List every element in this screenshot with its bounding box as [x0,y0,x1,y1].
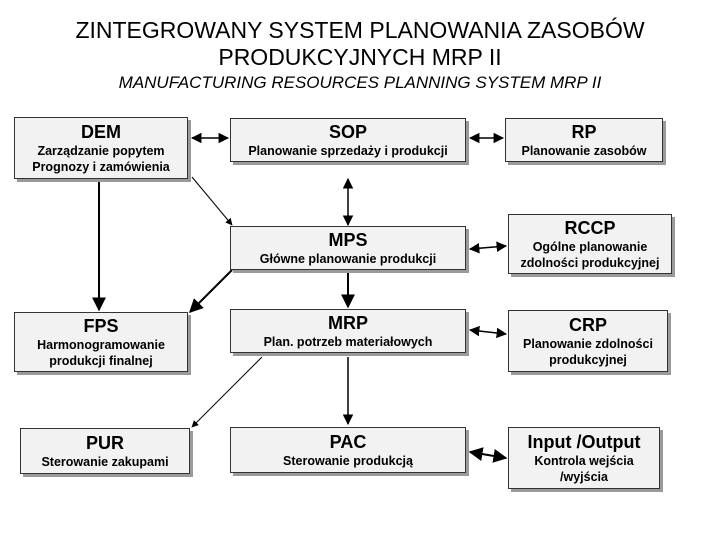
diagram-subtitle: MANUFACTURING RESOURCES PLANNING SYSTEM … [118,73,602,92]
box-mrp: MRP Plan. potrzeb materiałowych [230,309,466,353]
box-fps: FPS Harmonogramowanie produkcji finalnej [14,312,188,372]
link-mps-fps [189,269,233,313]
box-pac: PAC Sterowanie produkcją [230,427,466,473]
box-fps-desc-2: produkcji finalnej [49,353,153,368]
box-pur: PUR Sterowanie zakupami [20,428,190,474]
box-mrp-desc-1: Plan. potrzeb materiałowych [263,334,433,349]
box-rccp-code: RCCP [564,217,616,238]
box-sop: SOP Planowanie sprzedaży i produkcji [230,118,466,162]
box-dem-code: DEM [81,121,121,142]
box-pac-desc-1: Sterowanie produkcją [283,453,413,468]
box-pac-code: PAC [329,431,367,452]
box-crp-desc-1: Planowanie zdolności [523,336,653,351]
box-rccp: RCCP Ogólne planowanie zdolności produkc… [508,214,672,274]
box-io-code: Input /Output [527,431,641,452]
link-mps-rccp [468,241,508,254]
box-rp-desc-1: Planowanie zasobów [521,143,647,158]
box-crp: CRP Planowanie zdolności produkcyjnej [508,310,668,372]
box-rccp-desc-2: zdolności produkcyjnej [520,255,660,270]
box-crp-desc-2: produkcyjnej [549,352,627,367]
link-dem-mps [191,176,233,226]
box-io-desc-1: Kontrola wejścia [534,453,634,468]
box-mps-code: MPS [328,229,368,250]
box-sop-code: SOP [328,121,367,142]
box-mps: MPS Główne planowanie produkcji [230,226,466,270]
box-dem: DEM Zarządzanie popytem Prognozy i zamów… [14,117,188,179]
box-input-output: Input /Output Kontrola wejścia /wyjścia [508,427,660,489]
box-sop-desc-1: Planowanie sprzedaży i produkcji [248,143,448,158]
diagram-title-line-2: PRODUKCYJNYCH MRP II [218,44,502,70]
box-fps-desc-1: Harmonogramowanie [37,337,165,352]
link-mrp-pur [191,356,263,428]
box-fps-code: FPS [83,315,119,336]
box-rp-code: RP [571,121,597,142]
box-pur-desc-1: Sterowanie zakupami [41,454,169,469]
box-crp-code: CRP [568,314,607,335]
box-dem-desc-2: Prognozy i zamówienia [32,159,170,174]
box-dem-desc-1: Zarządzanie popytem [37,143,165,158]
diagram-title-line-1: ZINTEGROWANY SYSTEM PLANOWANIA ZASOBÓW [75,17,645,43]
box-rccp-desc-1: Ogólne planowanie [532,239,648,254]
link-mrp-crp [468,325,508,339]
box-mrp-code: MRP [328,312,368,333]
box-mps-desc-1: Główne planowanie produkcji [259,251,437,266]
box-pur-code: PUR [85,432,124,453]
link-pac-io [468,447,508,463]
box-io-desc-2: /wyjścia [560,469,608,484]
box-rp: RP Planowanie zasobów [505,118,663,162]
